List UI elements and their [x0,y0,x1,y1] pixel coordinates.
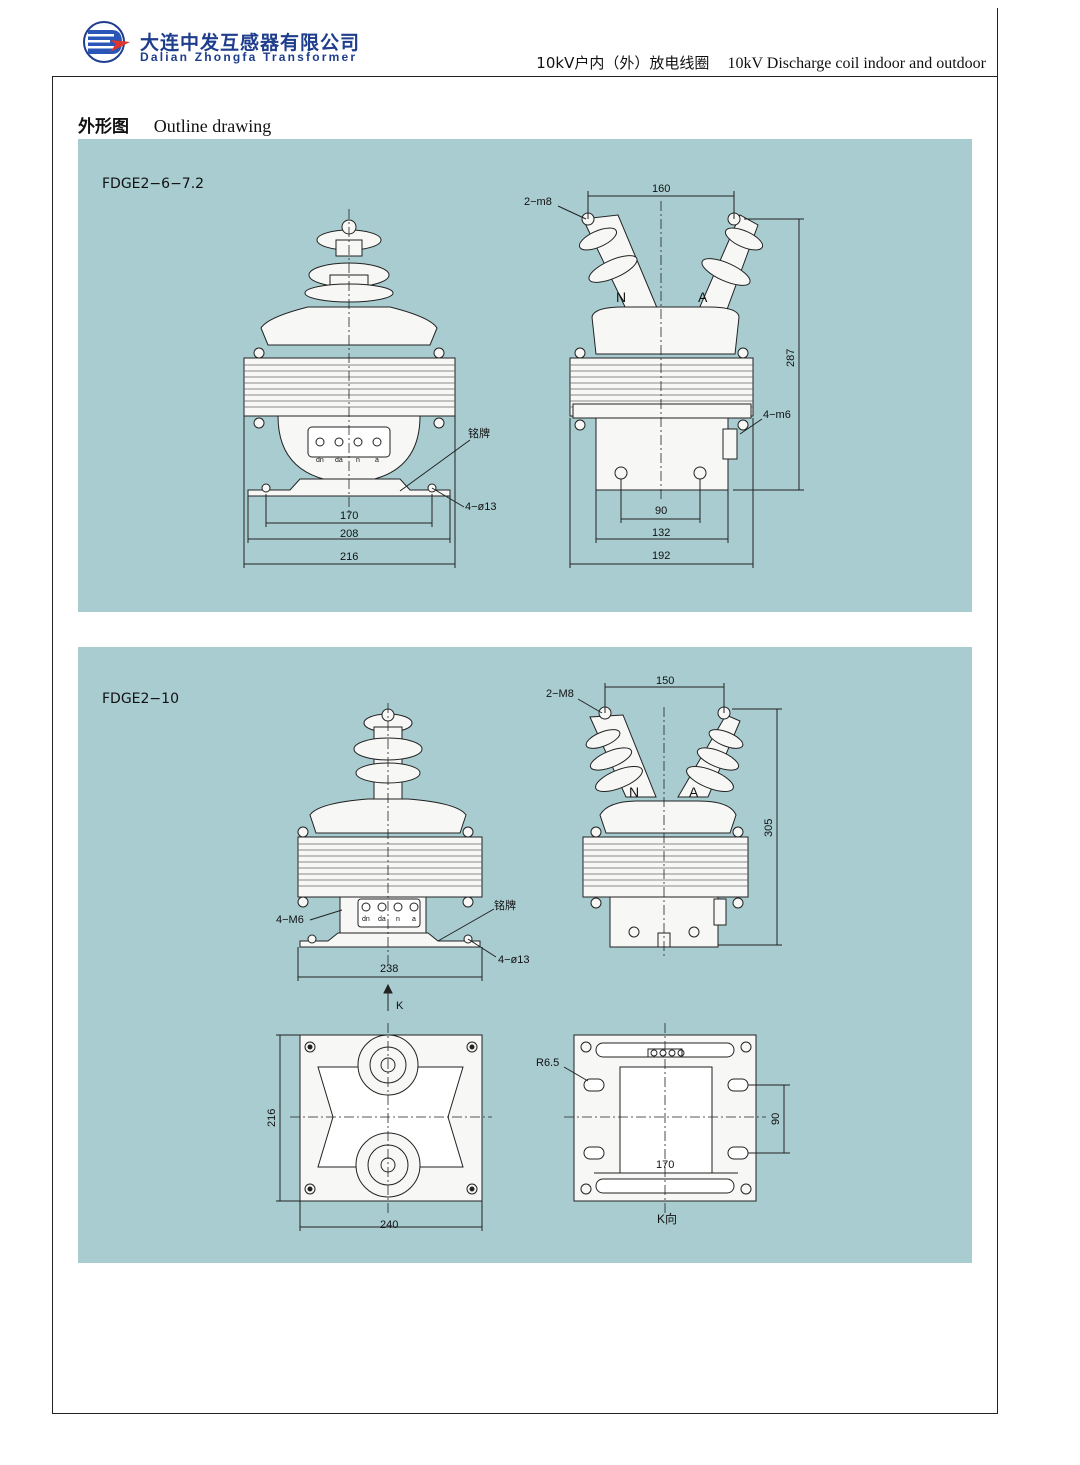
front-view: dn da n a 238 4−M6 铭牌 4−ø13 [276,703,530,981]
dimension-label: 240 [380,1219,398,1231]
drawing-panel-fdge2-10: FDGE2−10 dn da n a 238 4−M6 铭牌 [78,647,972,1263]
terminal-label: da [335,457,343,464]
screws-label: 4−M6 [276,914,304,926]
top-view: 240 216 [266,1023,492,1231]
dimension-label: 150 [656,675,674,687]
terminal-label: da [378,916,386,923]
page-border-left [52,76,53,1414]
view-arrow-label: K [396,1000,404,1012]
page-corner-mark [997,8,998,76]
dimension-label: 170 [340,510,358,522]
document-title: 10kV户内（外）放电线圈 10kV Discharge coil indoor… [536,52,986,73]
heading-cn: 外形图 [78,117,129,137]
dimension-label: 208 [340,528,358,540]
radius-label: R6.5 [536,1057,559,1069]
model-label: FDGE2−10 [102,691,179,707]
company-logo [83,21,130,63]
front-view: dn da n a 170 208 216 铭牌 4−ø13 [243,209,497,568]
side-view: N A 160 287 90 132 192 2−m8 [524,183,804,568]
bushing-a: A [689,784,699,800]
dimension-label: 90 [770,1113,782,1125]
terminal-label: a [412,916,416,923]
bushing-a: A [698,289,708,305]
dimension-label: 216 [340,551,358,563]
company-name-cn: 大连中发互感器有限公司 [140,32,361,54]
drawing-panel-fdge2-6: FDGE2−6−7.2 dn da n a [78,139,972,612]
dimension-label: 132 [652,527,670,539]
terminal-label: n [396,916,400,923]
side-view: N A 150 305 2−M8 [546,675,782,957]
bushing-n: N [616,289,626,305]
view-caption: K向 [657,1211,677,1226]
dimension-label: 90 [655,505,667,517]
bolts-label: 2−m8 [524,196,552,208]
view-arrow-k: K [383,983,404,1012]
terminal-label: a [375,457,379,464]
bolts-label: 2−M8 [546,688,574,700]
section-heading: 外形图 Outline drawing [78,112,271,137]
dimension-label: 160 [652,183,670,195]
dimension-label: 216 [266,1109,278,1127]
dimension-label: 287 [785,349,797,367]
title-en: 10kV Discharge coil indoor and outdoor [727,55,986,72]
terminal-label: dn [316,457,324,464]
dimension-label: 170 [656,1159,674,1171]
dimension-label: 192 [652,550,670,562]
company-name-en: Dalian Zhongfa Transformer [140,50,358,64]
screws-label: 4−m6 [763,409,791,421]
page-border-right [997,76,998,1414]
bushing-n: N [629,784,639,800]
holes-label: 4−ø13 [498,954,530,966]
heading-en: Outline drawing [153,116,272,136]
holes-label: 4−ø13 [465,501,497,513]
title-cn: 10kV户内（外）放电线圈 [536,54,710,72]
terminal-label: dn [362,916,370,923]
header-rule [52,76,998,77]
bottom-view: 170 90 R6.5 K向 [536,1023,790,1226]
terminal-label: n [356,457,360,464]
nameplate-label: 铭牌 [468,426,490,440]
dimension-label: 238 [380,963,398,975]
nameplate-label: 铭牌 [494,898,516,912]
page-border-bottom [52,1413,998,1414]
dimension-label: 305 [763,819,775,837]
model-label: FDGE2−6−7.2 [102,176,204,192]
